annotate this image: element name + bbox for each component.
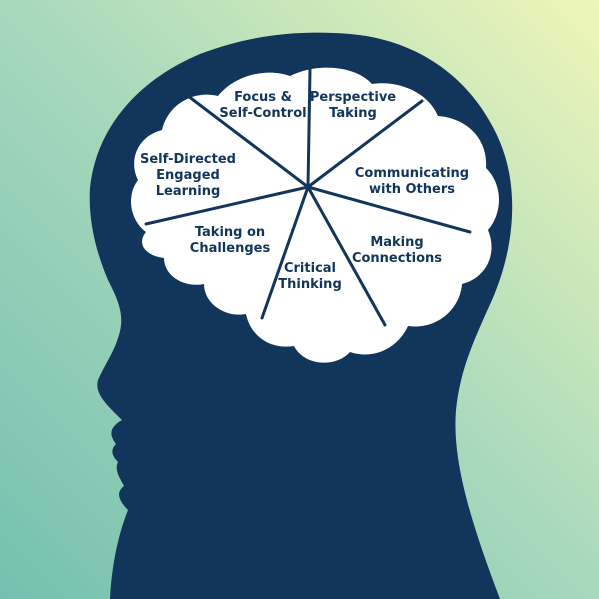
segment-divider xyxy=(306,68,312,189)
skill-label-line: with Others xyxy=(369,182,455,197)
skill-label-line: Perspective xyxy=(310,90,396,105)
skill-label-line: Challenges xyxy=(190,241,271,256)
skill-label-line: Thinking xyxy=(278,277,342,292)
segment-divider xyxy=(306,99,424,189)
skill-label-line: Self-Directed xyxy=(140,152,236,167)
skill-label-line: Self-Control xyxy=(219,106,306,121)
skill-label-line: Engaged xyxy=(156,168,220,183)
skill-label-line: Critical xyxy=(284,261,336,276)
skill-label-line: Communicating xyxy=(355,166,469,181)
segment-divider xyxy=(306,185,387,327)
segment-divider xyxy=(186,94,310,189)
segment-divider xyxy=(306,185,472,234)
segment-divider xyxy=(260,185,310,320)
skill-label-line: Focus & xyxy=(234,90,292,105)
segment-divider xyxy=(144,185,310,226)
skill-label-line: Connections xyxy=(352,251,442,266)
skill-label-line: Learning xyxy=(156,184,221,199)
skill-label: Focus &Self-Control xyxy=(219,90,306,121)
skill-label-line: Taking xyxy=(329,106,377,121)
brain-icon xyxy=(131,67,499,363)
brain-segment-dividers xyxy=(144,68,472,327)
skill-label-line: Making xyxy=(370,235,423,250)
skill-label-line: Taking on xyxy=(195,225,265,240)
